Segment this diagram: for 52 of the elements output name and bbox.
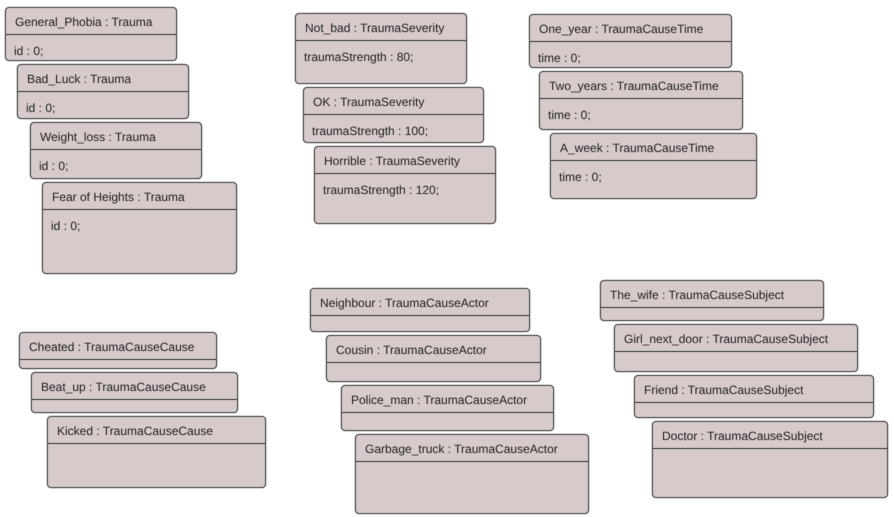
- object-name: General_Phobia : Trauma: [15, 15, 152, 29]
- object-box: [42, 182, 237, 274]
- attribute-text: id : 0;: [14, 44, 44, 58]
- attribute-text: id : 0;: [39, 159, 68, 173]
- object-name: Police_man : TraumaCauseActor: [351, 393, 528, 407]
- object-name: A_week : TraumaCauseTime: [560, 141, 714, 155]
- object-name: Kicked : TraumaCauseCause: [57, 424, 214, 438]
- object-name: Cheated : TraumaCauseCause: [29, 340, 194, 354]
- object-box: [550, 133, 757, 199]
- object-name: Fear of Heights : Trauma: [52, 190, 185, 204]
- object-name: One_year : TraumaCauseTime: [539, 22, 704, 36]
- object-box: [355, 434, 589, 514]
- object-name: Girl_next_door : TraumaCauseSubject: [624, 332, 828, 346]
- object-name: OK : TraumaSeverity: [313, 95, 424, 109]
- attribute-text: traumaStrength : 120;: [323, 183, 440, 197]
- object-box: [529, 14, 732, 68]
- attribute-text: time : 0;: [559, 170, 602, 184]
- object-box: [652, 421, 888, 498]
- object-name: Two_years : TraumaCauseTime: [549, 79, 719, 93]
- object-box: [30, 122, 202, 179]
- object-name: Cousin : TraumaCauseActor: [336, 343, 487, 357]
- object-box: [310, 288, 530, 332]
- object-box: [295, 13, 467, 84]
- object-name: Not_bad : TraumaSeverity: [305, 21, 444, 35]
- object-box: [17, 64, 189, 119]
- object-name: Garbage_truck : TraumaCauseActor: [365, 442, 558, 456]
- object-box: [47, 416, 266, 488]
- attribute-text: time : 0;: [538, 51, 581, 65]
- attribute-text: traumaStrength : 100;: [312, 124, 428, 138]
- object-box: [539, 71, 743, 130]
- object-box: [314, 146, 496, 224]
- object-box: [19, 332, 217, 369]
- attribute-text: time : 0;: [548, 108, 591, 122]
- object-box: [634, 375, 874, 418]
- object-box: [326, 335, 541, 382]
- object-name: Horrible : TraumaSeverity: [324, 154, 460, 168]
- object-box: [5, 7, 177, 61]
- attribute-text: id : 0;: [26, 101, 56, 115]
- object-name: Weight_loss : Trauma: [40, 130, 156, 144]
- object-box: [31, 372, 238, 413]
- object-box: [614, 324, 858, 372]
- object-name: The_wife : TraumaCauseSubject: [610, 288, 784, 302]
- attribute-text: traumaStrength : 80;: [304, 50, 414, 64]
- object-box: [600, 280, 824, 321]
- attribute-text: id : 0;: [51, 219, 80, 233]
- object-name: Doctor : TraumaCauseSubject: [662, 429, 823, 443]
- object-name: Neighbour : TraumaCauseActor: [320, 296, 489, 310]
- object-box: [341, 385, 554, 431]
- object-box: [303, 87, 484, 143]
- object-name: Beat_up : TraumaCauseCause: [41, 380, 206, 394]
- object-name: Bad_Luck : Trauma: [27, 72, 132, 86]
- object-name: Friend : TraumaCauseSubject: [644, 383, 804, 397]
